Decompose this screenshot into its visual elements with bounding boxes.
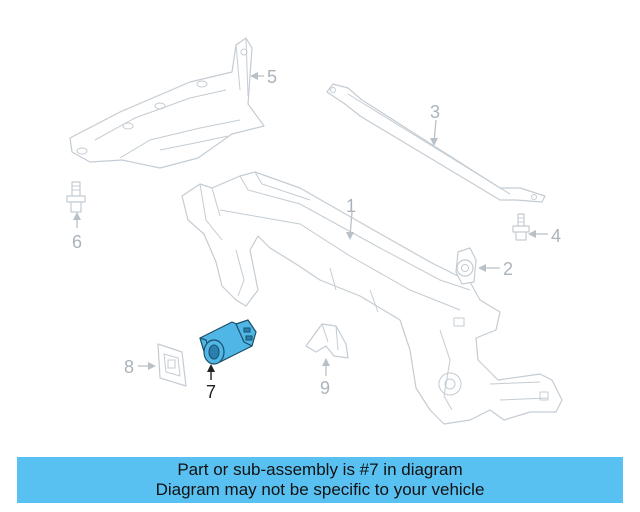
banner-line-1: Part or sub-assembly is #7 in diagram <box>177 460 463 479</box>
callout-4: 4 <box>551 226 561 246</box>
callout-6: 6 <box>72 232 82 252</box>
callout-1: 1 <box>346 196 356 216</box>
callout-3: 3 <box>430 102 440 122</box>
callout-5: 5 <box>267 67 277 87</box>
parts-diagram: 1 2 3 4 5 6 7 8 9 <box>66 37 563 425</box>
banner-line-2: Diagram may not be specific to your vehi… <box>155 480 485 499</box>
part-1-radiator-support <box>181 171 563 425</box>
part-2-grommet <box>455 247 477 285</box>
part-3-tie-bar <box>326 83 546 203</box>
callout-9: 9 <box>320 378 330 398</box>
part-6-bolt <box>66 181 86 213</box>
info-banner: Part or sub-assembly is #7 in diagram Di… <box>17 457 623 503</box>
part-8-plate <box>157 343 187 387</box>
part-5-cover <box>69 37 265 169</box>
leader-lines <box>73 72 548 380</box>
part-4-bolt <box>512 213 530 241</box>
part-9-bracket <box>305 323 349 359</box>
callout-2: 2 <box>503 259 513 279</box>
part-7-highlighted-component <box>199 319 257 365</box>
callout-8: 8 <box>124 357 134 377</box>
callout-7: 7 <box>206 382 216 402</box>
